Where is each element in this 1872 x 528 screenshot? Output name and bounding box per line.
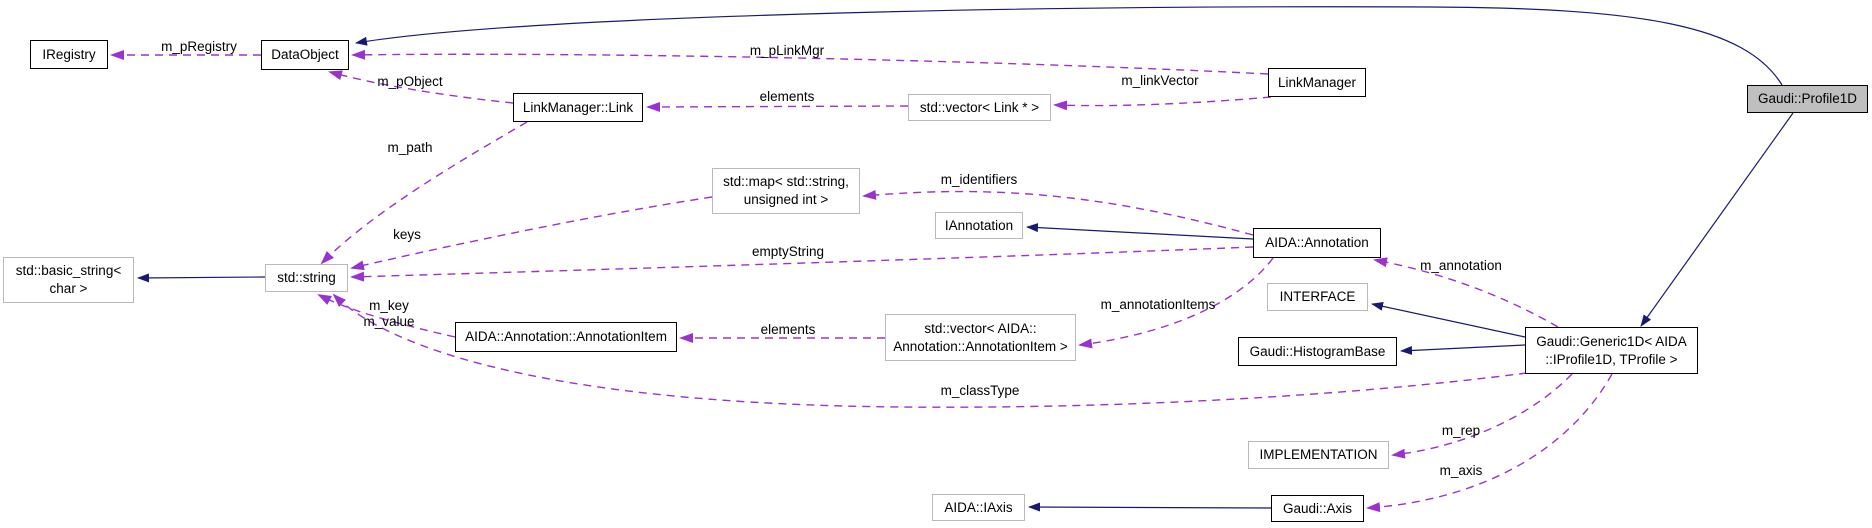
inheritance-edge-string-to-basicstring: [137, 273, 266, 283]
usage-edge-elements-links: [646, 101, 909, 112]
class-node-interface: INTERFACE: [1267, 283, 1368, 311]
edge-label-emptystring: emptyString: [751, 243, 825, 259]
usage-edge-m-pobject: [328, 70, 514, 104]
edge-label-m-annotationitems: m_annotationItems: [1100, 296, 1216, 312]
edge-label-m-pregistry: m_pRegistry: [161, 38, 237, 54]
class-node-generic1d[interactable]: Gaudi::Generic1D< AIDA ::IProfile1D, TPr…: [1525, 327, 1698, 374]
edge-label-m-rep: m_rep: [1441, 422, 1481, 438]
edge-label-m-key-m-value: m_key m_value: [363, 297, 415, 329]
edge-label-elements-top: elements: [759, 88, 815, 104]
usage-edge-m-linkvector: [1053, 96, 1272, 111]
class-node-std-string: std::string: [265, 264, 348, 292]
class-node-aida-annotation[interactable]: AIDA::Annotation: [1253, 228, 1381, 258]
usage-edge-m-key-m-value: [317, 294, 456, 338]
class-node-aida-iaxis: AIDA::IAxis: [932, 494, 1025, 521]
edge-label-elements-bottom: elements: [760, 321, 816, 337]
class-node-gaudi-axis[interactable]: Gaudi::Axis: [1271, 495, 1364, 522]
class-node-std-vector-link: std::vector< Link * >: [908, 94, 1051, 121]
edge-label-m-classtype: m_classType: [940, 382, 1020, 398]
usage-edge-m-annotationitems: [1078, 257, 1274, 349]
usage-edge-m-plinkmgr: [351, 49, 1269, 75]
usage-edge-emptystring: [350, 246, 1254, 282]
class-node-linkmanager[interactable]: LinkManager: [1268, 68, 1366, 97]
edge-label-m-plinkmgr: m_pLinkMgr: [749, 42, 825, 58]
edge-label-keys: keys: [393, 226, 421, 242]
edge-label-m-annotation: m_annotation: [1420, 257, 1502, 273]
class-node-histogrambase[interactable]: Gaudi::HistogramBase: [1238, 337, 1397, 366]
edge-label-m-linkvector: m_linkVector: [1121, 72, 1199, 88]
usage-edge-m-identifiers: [862, 189, 1254, 236]
inheritance-edge-profile1d-to-generic1d: [1640, 112, 1794, 327]
edge-label-m-axis: m_axis: [1439, 462, 1483, 478]
class-node-std-map: std::map< std::string, unsigned int >: [712, 168, 860, 214]
edge-label-m-pobject: m_pObject: [377, 73, 443, 89]
usage-edge-m-rep: [1391, 373, 1573, 459]
inheritance-edge-axis-to-iaxis: [1028, 502, 1272, 512]
class-node-annotation-item[interactable]: AIDA::Annotation::AnnotationItem: [455, 322, 677, 352]
class-node-std-basic-string: std::basic_string< char >: [3, 257, 134, 303]
class-node-std-vector-annotationitem: std::vector< AIDA:: Annotation::Annotati…: [885, 314, 1076, 361]
usage-edge-m-path: [320, 121, 528, 265]
class-node-linkmanager-link[interactable]: LinkManager::Link: [513, 93, 643, 122]
edge-label-m-identifiers: m_identifiers: [940, 171, 1018, 187]
class-node-iregistry[interactable]: IRegistry: [30, 40, 108, 69]
class-node-iannotation: IAnnotation: [935, 212, 1023, 239]
edge-label-m-path: m_path: [387, 139, 433, 155]
class-node-implementation: IMPLEMENTATION: [1248, 441, 1389, 469]
class-node-gaudi-profile1d-current: Gaudi::Profile1D: [1747, 85, 1868, 113]
class-node-dataobject[interactable]: DataObject: [261, 40, 349, 70]
inheritance-edge-profile1d-to-dataobject: [355, 6, 1783, 86]
usage-edge-m-classtype: [332, 293, 1528, 408]
inheritance-edge-annotation-to-iannotation: [1026, 223, 1254, 240]
usage-edge-m-axis: [1366, 373, 1613, 513]
usage-edge-keys: [350, 196, 713, 271]
inheritance-edge-generic1d-to-histogrambase: [1400, 344, 1526, 355]
usage-edge-m-annotation: [1373, 257, 1559, 328]
inheritance-edge-generic1d-to-interface: [1371, 301, 1526, 338]
